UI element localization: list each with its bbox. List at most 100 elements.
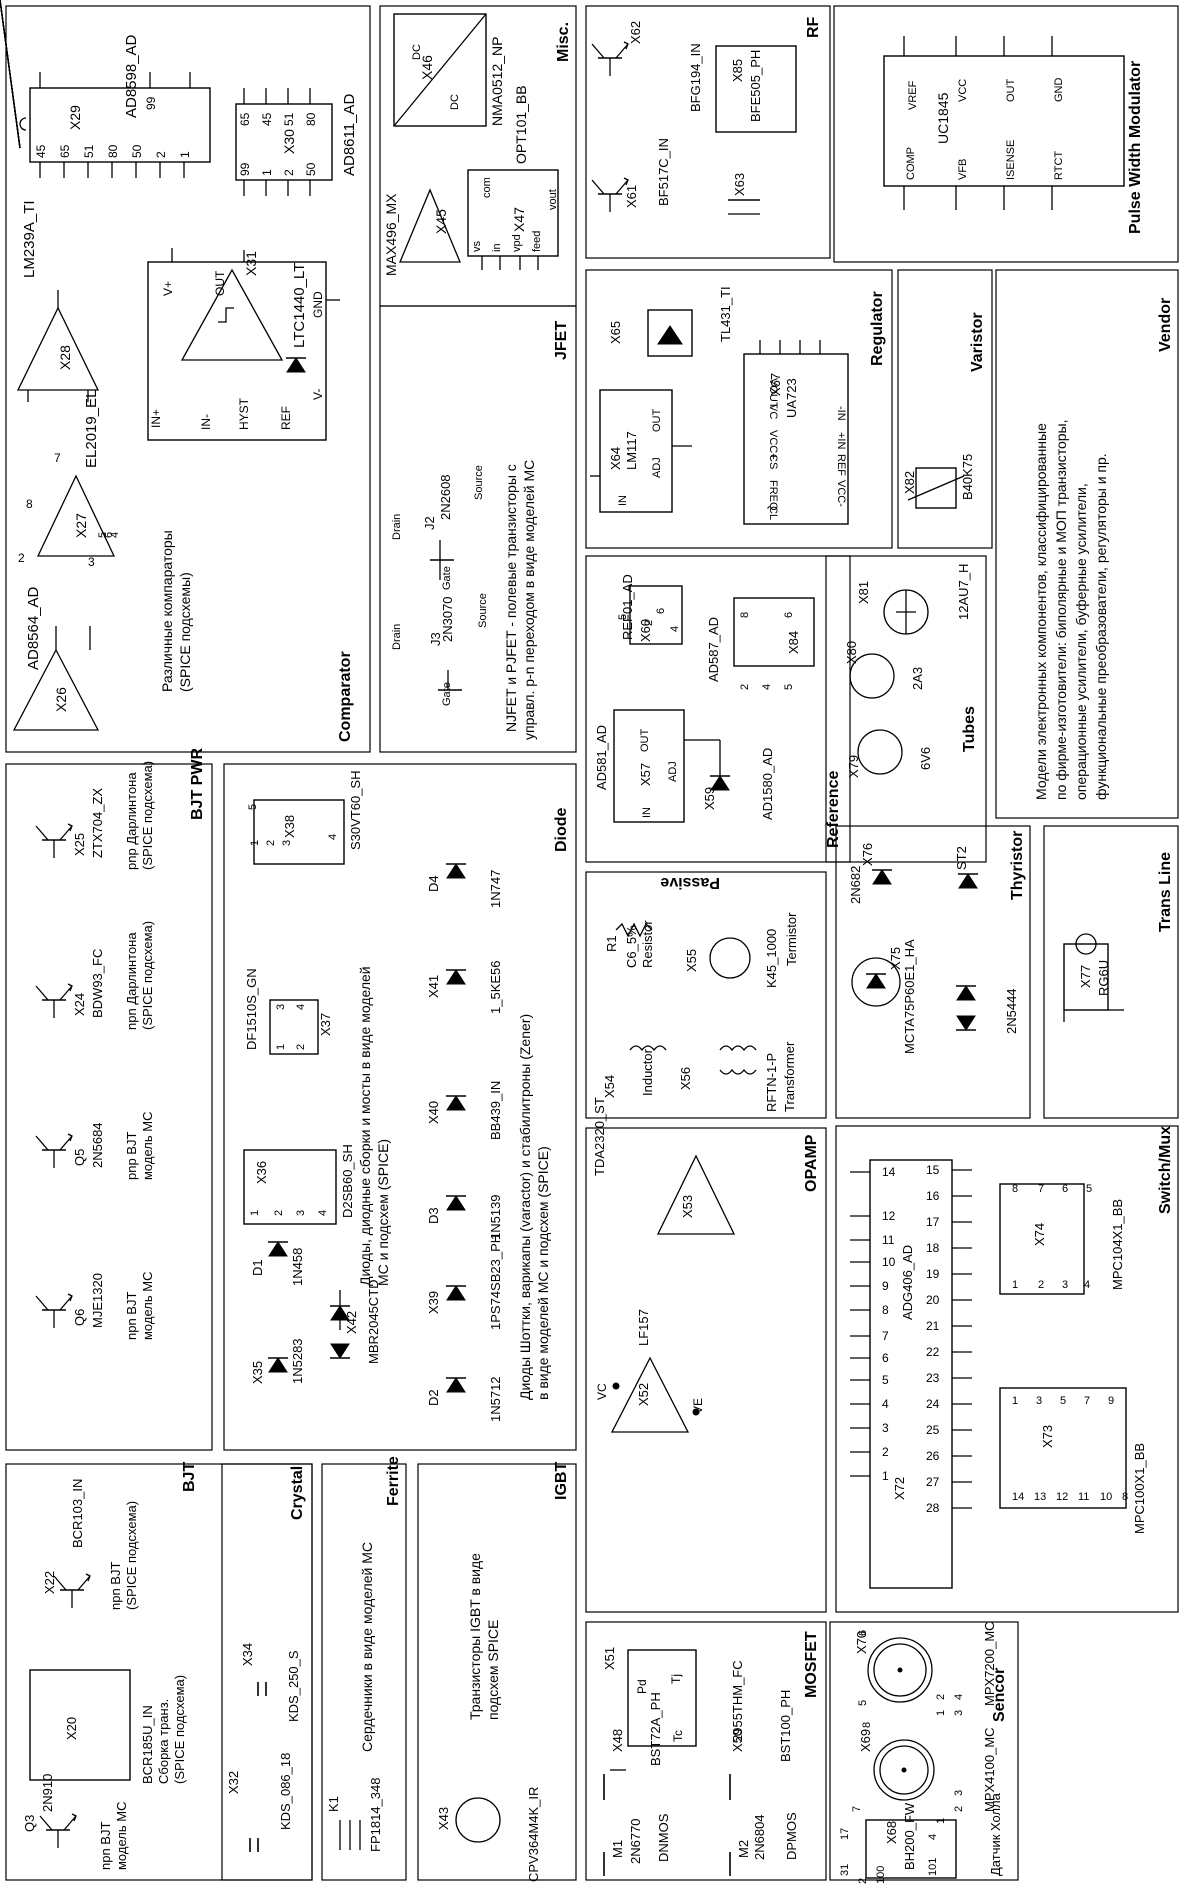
- diode-x39: [446, 1285, 466, 1301]
- part-name: AD8564_AD: [25, 586, 42, 670]
- pin-label: 7: [851, 1806, 863, 1812]
- ic-x65: [647, 309, 693, 357]
- part-name: 1_5KE56: [488, 961, 503, 1015]
- part-name: 2N910: [40, 1774, 55, 1812]
- pin-label: 4: [953, 1694, 965, 1700]
- ref-label: D4: [426, 875, 441, 892]
- ref-label: X38: [282, 815, 297, 838]
- pin-label: 45: [260, 112, 274, 126]
- panel-passive: [585, 871, 827, 1119]
- pin-label: com: [481, 177, 493, 198]
- panel-title: Misc.: [555, 22, 572, 62]
- part-name: RG6U: [1096, 960, 1111, 996]
- pin-label: 5: [882, 1373, 889, 1387]
- ref-label: X43: [436, 1807, 451, 1830]
- part-name: 2N2608: [438, 474, 453, 520]
- pin-label: 6: [783, 612, 795, 618]
- diode-x42b: [330, 1343, 350, 1359]
- ref-label: X81: [856, 581, 871, 604]
- panel-description: управл. p-n переходом в виде моделей МС: [521, 460, 537, 740]
- ref-label: X50: [730, 1729, 745, 1752]
- ref-label: X40: [426, 1101, 441, 1124]
- ref-label: J2: [422, 516, 437, 530]
- pin-label: 3: [953, 1710, 965, 1716]
- pin-label: 100: [875, 1866, 887, 1884]
- panel-rf: [585, 5, 831, 259]
- pin-label: 6: [857, 1630, 869, 1636]
- ref-label: X68: [884, 1821, 899, 1844]
- panel-title: IGBT: [553, 1462, 570, 1500]
- pin-label: 2: [643, 620, 655, 626]
- ref-label: X85: [730, 59, 745, 82]
- part-name: 1N5283: [290, 1338, 305, 1384]
- ref-label: X47: [511, 207, 527, 232]
- pin-label: 4: [327, 834, 339, 840]
- ferrite-symbol: [339, 1820, 361, 1850]
- ref-label: X74: [1032, 1223, 1047, 1246]
- thyristor-x75: [851, 957, 901, 1007]
- part-name: 2A3: [910, 667, 925, 690]
- diode-x40: [446, 1095, 466, 1111]
- ref-label: K1: [326, 1796, 341, 1812]
- panel-title: RF: [805, 16, 822, 38]
- sensor-x69: [873, 1739, 935, 1801]
- ic-x67: [743, 353, 849, 525]
- pin-label: 23: [926, 1371, 940, 1385]
- part-name: OPT101_BB: [513, 85, 529, 164]
- pin-label: 8: [1012, 1183, 1018, 1195]
- transistor-q6: [67, 1293, 73, 1302]
- junction: [692, 1408, 700, 1416]
- transistor-q5: [67, 1133, 73, 1142]
- panel-title: Switch/Mux: [1157, 1126, 1174, 1214]
- panel-title: Varistor: [969, 312, 986, 372]
- pin-label: 51: [82, 144, 96, 158]
- wire: [35, 1295, 49, 1311]
- part-name: 2N6770: [628, 1818, 643, 1864]
- panel-description: NJFET и PJFET - полевые транзисторы с: [503, 464, 519, 732]
- ref-label: X30: [281, 129, 297, 154]
- ref-label: X53: [680, 1195, 695, 1218]
- part-description: npn BJT: [98, 1822, 113, 1870]
- part-description: npn Дарлинтона: [124, 932, 139, 1030]
- pin-label: 2: [953, 1806, 965, 1812]
- pin-label: 25: [926, 1423, 940, 1437]
- sensor-x70-inner: [873, 1643, 927, 1697]
- ref-label: D1: [250, 1259, 265, 1276]
- wire: [615, 179, 629, 195]
- ref-label: X70: [854, 1631, 869, 1654]
- panel-vendor: [995, 269, 1179, 819]
- panel-jfet: [379, 305, 577, 753]
- diode-d2: [446, 1377, 466, 1393]
- pin-label: 9: [882, 1279, 889, 1293]
- part-name: 2N5444: [1004, 988, 1019, 1034]
- pin-label: 2: [154, 151, 168, 158]
- pin-label: 4: [927, 1834, 939, 1840]
- ref-label: X56: [678, 1067, 693, 1090]
- part-type-label: DPMOS: [784, 1812, 799, 1860]
- part-name: 1N747: [488, 870, 503, 908]
- ref-label: Q6: [72, 1309, 87, 1326]
- panel-opamp: [585, 1127, 827, 1613]
- ic-x68: [865, 1819, 957, 1879]
- ref-label: X22: [42, 1571, 57, 1594]
- pin-label: Source: [477, 593, 489, 628]
- panel-description: подсхем SPICE: [485, 1620, 501, 1720]
- ic-x51: [627, 1649, 697, 1747]
- pin-label: 2: [1038, 1279, 1044, 1291]
- part-name: AD8611_AD: [341, 94, 358, 176]
- pin-label: DC: [411, 44, 423, 60]
- panel-title: Comparator: [337, 651, 354, 742]
- part-description: (SPICE подсхема): [172, 1675, 187, 1784]
- part-name: 2955THM_FC: [730, 1660, 745, 1742]
- part-name: FP1814_348: [368, 1778, 383, 1852]
- transistor-x24: [67, 983, 73, 992]
- pin-label: 17: [839, 1828, 851, 1840]
- transistor-x22: [85, 1573, 91, 1582]
- pin-label: GND: [1053, 78, 1065, 103]
- ref-label: X39: [426, 1291, 441, 1314]
- ref-label: X34: [240, 1643, 255, 1666]
- ic-x36: [243, 1149, 337, 1225]
- pin-label: 3: [275, 1004, 287, 1010]
- pin-label: 6: [103, 532, 115, 538]
